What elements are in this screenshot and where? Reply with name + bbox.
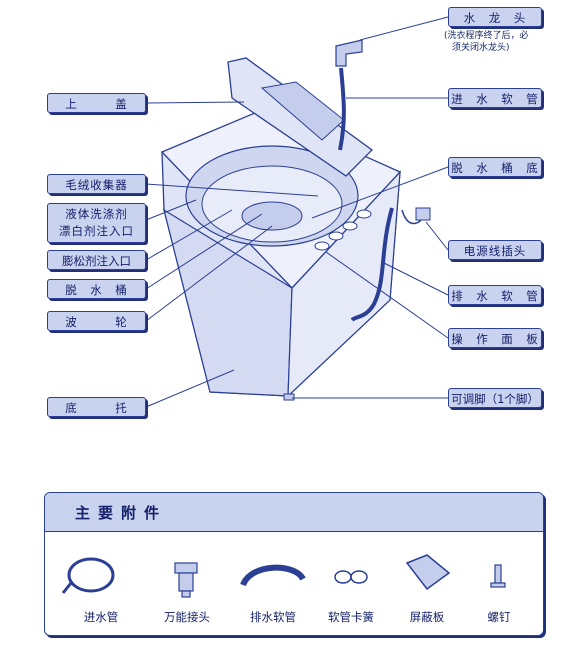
label-dewater-tub: 脱 水 桶: [47, 279, 146, 299]
accessory-label-hose-clamp: 软管卡簧: [328, 610, 374, 624]
label-base: 底 托: [47, 397, 146, 417]
label-power-plug: 电源线插头: [448, 240, 542, 260]
accessories-header: 主要附件: [45, 493, 543, 532]
inlet-hose-shape: [338, 67, 346, 151]
accessories-title: 主要附件: [75, 504, 168, 522]
label-dewater-tub-bottom: 脱 水 桶 底: [448, 157, 542, 177]
accessory-label-screw: 螺钉: [487, 610, 511, 624]
accessory-label-inlet-pipe: 进水管: [83, 610, 119, 624]
detergent-inlet-line-1: 液体洗涤剂: [65, 207, 128, 221]
label-softener-inlet: 膨松剂注入口: [47, 250, 146, 270]
label-lint-collector: 毛绒收集器: [47, 174, 146, 194]
hose-clamp-icon: [334, 570, 368, 584]
shield-plate-icon: [405, 554, 451, 591]
label-top-cover: 上 盖: [47, 93, 146, 113]
drain-hose-icon: [240, 564, 306, 587]
faucet-note-line-1: (洗衣程序终了后，必: [444, 31, 529, 41]
label-detergent-inlet: 液体洗涤剂 漂白剂注入口: [47, 203, 146, 243]
label-faucet: 水 龙 头: [448, 7, 542, 27]
detergent-inlet-line-2: 漂白剂注入口: [59, 224, 134, 238]
accessories-icons: [61, 554, 506, 598]
label-drain-hose: 排 水 软 管: [448, 285, 542, 305]
accessory-label-universal-connector: 万能接头: [164, 610, 210, 624]
drain-hose-shape: [350, 207, 394, 322]
label-control-panel: 操 作 面 板: [448, 328, 542, 348]
accessory-label-shield-plate: 屏蔽板: [409, 610, 445, 624]
label-adjustable-foot: 可调脚（1个脚）: [448, 388, 542, 408]
faucet-note-line-2: 须关闭水龙头): [452, 43, 510, 53]
universal-connector-icon: [174, 562, 198, 598]
inlet-pipe-icon: [61, 557, 115, 594]
faucet-shape: [335, 39, 363, 67]
label-pulsator: 波 轮: [47, 311, 146, 331]
pulsator-shape: [241, 201, 303, 231]
label-inlet-hose: 进 水 软 管: [448, 88, 542, 108]
screw-icon: [490, 564, 506, 588]
accessories-panel: 主要附件 进水管 万能接头 排水: [44, 492, 544, 636]
accessory-label-drain-hose: 排水软管: [250, 610, 296, 624]
